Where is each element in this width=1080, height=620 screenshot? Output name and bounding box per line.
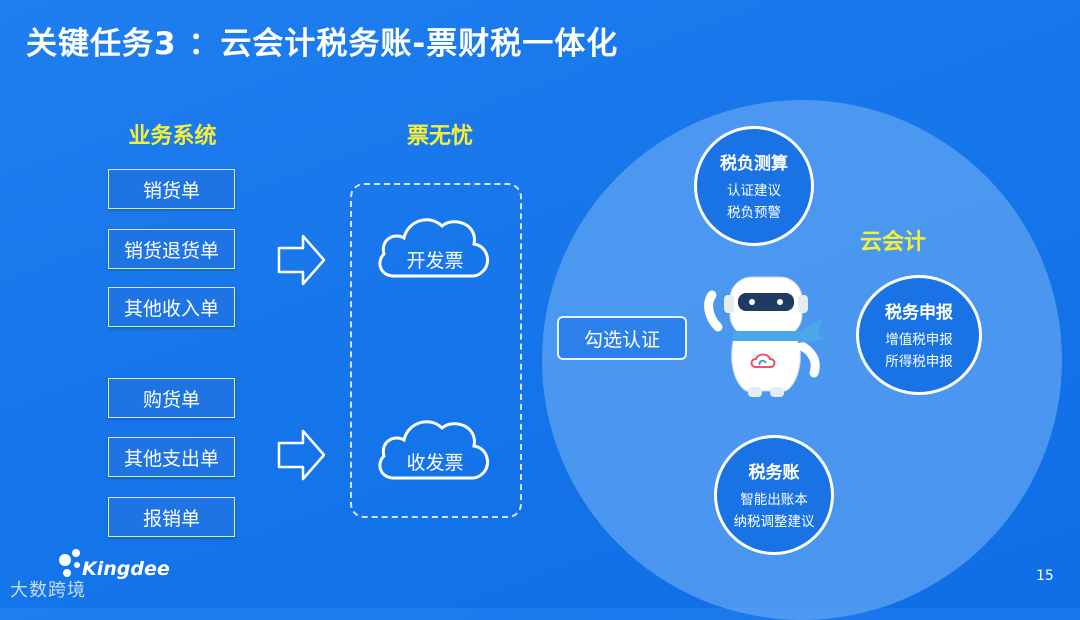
doc-reimbursement[interactable]: 报销单	[108, 497, 235, 537]
tax-ledger-title: 税务账	[748, 462, 800, 483]
kingdee-logo-text: Kingdee	[82, 558, 170, 580]
slide-title: 关键任务3 ：云会计税务账-票财税一体化	[26, 26, 619, 62]
receive-invoice-label[interactable]: 收发票	[406, 452, 464, 474]
robot-mascot-icon	[704, 276, 826, 397]
tax-ledger-line: 纳税调整建议	[733, 513, 815, 530]
cloud-icon	[378, 218, 490, 278]
cloud-accounting-heading: 云会计	[859, 230, 926, 255]
tax-ledger-circle[interactable]: 税务账 智能出账本 纳税调整建议	[714, 435, 834, 555]
tax-burden-line: 税负预警	[727, 204, 781, 221]
tax-burden-circle[interactable]: 税负测算 认证建议 税负预警	[694, 126, 814, 246]
arrow-right-icon	[277, 234, 326, 286]
arrow-right-icon	[277, 429, 326, 481]
page-number: 15	[1036, 568, 1054, 584]
verify-selection-box[interactable]: 勾选认证	[557, 316, 687, 360]
ticket-service-frame	[350, 183, 522, 518]
tax-filing-line: 增值税申报	[885, 331, 953, 348]
tax-burden-title: 税负测算	[720, 153, 788, 174]
watermark-text: 大数跨境	[10, 580, 86, 601]
tax-ledger-line: 智能出账本	[740, 491, 808, 508]
cloud-icon	[378, 420, 490, 480]
doc-other-expense[interactable]: 其他支出单	[108, 437, 235, 477]
tax-filing-line: 所得税申报	[885, 353, 953, 370]
business-system-heading: 业务系统	[128, 124, 217, 149]
issue-invoice-label[interactable]: 开发票	[406, 250, 464, 272]
doc-sales-return[interactable]: 销货退货单	[108, 229, 235, 269]
ticket-heading: 票无忧	[406, 124, 473, 149]
doc-sales-order[interactable]: 销货单	[108, 169, 235, 209]
tax-filing-title: 税务申报	[885, 302, 953, 323]
doc-purchase-order[interactable]: 购货单	[108, 378, 235, 418]
tax-filing-circle[interactable]: 税务申报 增值税申报 所得税申报	[856, 275, 982, 395]
tax-burden-line: 认证建议	[727, 182, 781, 199]
doc-other-income[interactable]: 其他收入单	[108, 287, 235, 327]
kingdee-logo-icon	[59, 549, 80, 577]
